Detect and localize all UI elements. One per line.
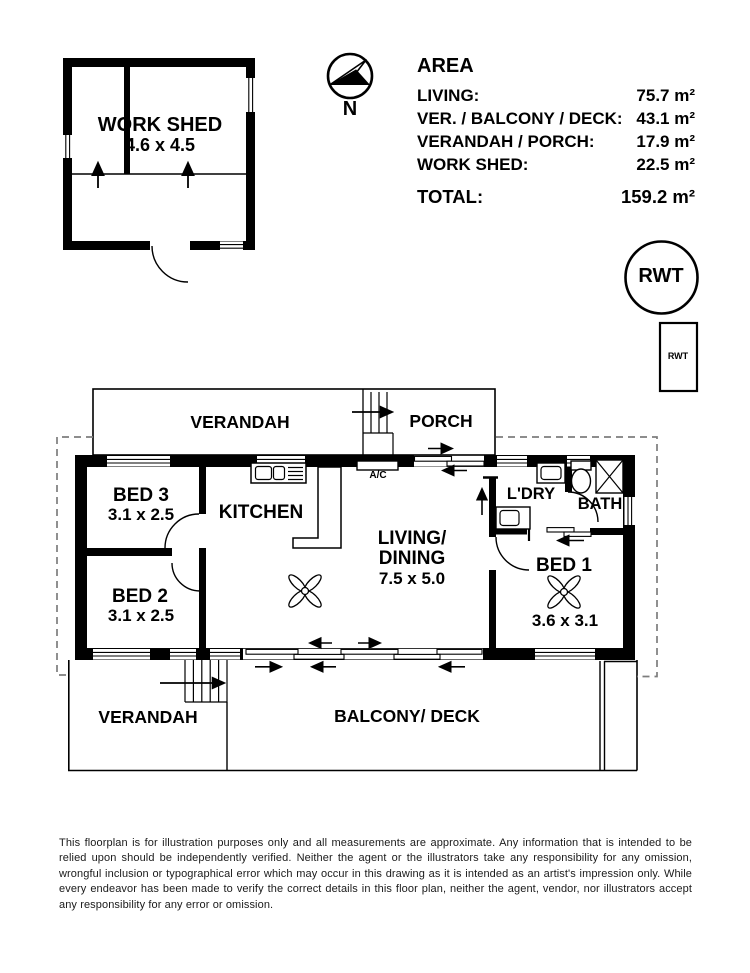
disclaimer-text: This floorplan is for illustration purpo… <box>59 837 692 911</box>
rwt-circle-label: RWT <box>638 265 684 287</box>
washing-machine-icon <box>495 506 531 530</box>
bottom-wall-windows <box>93 649 595 660</box>
bed1-west-wall <box>489 570 496 648</box>
bed3-label: BED 3 <box>113 485 169 506</box>
bed2-door-arc <box>171 562 201 592</box>
bath-label: BATH <box>577 495 623 513</box>
window <box>497 456 527 467</box>
house-outer-wall <box>75 455 635 660</box>
work-shed-dims: 4.6 x 4.5 <box>124 135 196 155</box>
top-sliding-door <box>413 442 485 477</box>
verandah-porch-outline <box>92 388 496 456</box>
right-wall-window <box>624 497 636 525</box>
bed2-label: BED 2 <box>112 586 168 607</box>
ac-label: A/C <box>369 470 387 481</box>
area-legend: AREA LIVING:75.7 m² VER. / BALCONY / DEC… <box>417 55 695 206</box>
bath-west-wall <box>565 467 572 492</box>
area-row-work-shed: WORK SHED:22.5 m² <box>417 155 695 174</box>
bed1-sliding-door <box>546 527 592 547</box>
kitchen-sink-icon <box>254 465 286 481</box>
door-arcs <box>164 491 599 592</box>
bottom-sliding-stacker-door <box>243 636 483 673</box>
window <box>170 649 196 660</box>
bed3-door-arc <box>164 513 200 549</box>
balcony-deck-label: BALCONY/ DECK <box>334 706 480 726</box>
area-title: AREA <box>417 55 474 77</box>
living-label-line1: LIVING/ <box>377 528 447 549</box>
rwt-rect-label: RWT <box>667 351 689 361</box>
kitchen-counter <box>250 462 307 484</box>
laundry-south-wall <box>489 527 527 535</box>
shed-window-right <box>245 78 256 112</box>
porch-label: PORCH <box>409 411 473 431</box>
bed3-east-wall <box>199 467 206 514</box>
shed-window-bottom <box>220 241 243 252</box>
kitchen-bench <box>292 466 342 549</box>
shower-icon <box>595 459 624 494</box>
bed1-label: BED 1 <box>536 555 592 576</box>
compass-icon <box>326 52 374 100</box>
laundry-west-wall <box>489 477 496 537</box>
ac-unit-icon <box>356 460 399 471</box>
bed3-dims: 3.1 x 2.5 <box>107 505 175 524</box>
stove-icon <box>288 466 303 481</box>
window <box>210 649 240 660</box>
shed-door <box>150 241 190 283</box>
area-row-living: LIVING:75.7 m² <box>417 86 695 105</box>
bath-door-arc <box>567 491 599 523</box>
compass-north-label: N <box>342 98 358 120</box>
interior-walls <box>84 467 623 648</box>
toilet-icon <box>570 460 592 494</box>
verandah-top-label: VERANDAH <box>190 412 290 432</box>
laundry-trough-icon <box>536 462 566 484</box>
living-dims: 7.5 x 5.0 <box>378 569 446 588</box>
deck-stairs <box>184 660 228 703</box>
rwt-tank-circle <box>624 240 699 315</box>
bed1-north-wall <box>590 528 623 535</box>
bed1-door-arc <box>495 536 530 571</box>
living-label-line2: DINING <box>378 548 446 569</box>
ceiling-fan-icon-living <box>288 574 322 608</box>
window <box>535 649 595 660</box>
laundry-label: L'DRY <box>506 485 556 503</box>
balcony-deck-outline <box>68 660 638 772</box>
bed2-dims: 3.1 x 2.5 <box>107 606 175 625</box>
shed-entry-arrows <box>91 160 195 188</box>
area-row-verandah-porch: VERANDAH / PORCH:17.9 m² <box>417 132 695 151</box>
shed-window-left <box>62 135 73 158</box>
area-row-ver-balcony-deck: VER. / BALCONY / DECK:43.1 m² <box>417 109 695 128</box>
boundary-dashed-line <box>56 436 658 678</box>
window <box>107 456 170 467</box>
area-row-total: TOTAL:159.2 m² <box>417 185 695 207</box>
work-shed-label: WORK SHED <box>97 114 223 136</box>
ceiling-fan-icon-bed1 <box>547 575 581 609</box>
bed2-east-wall <box>199 548 206 648</box>
verandah-bottom-label: VERANDAH <box>98 707 198 727</box>
kitchen-label: KITCHEN <box>218 502 304 523</box>
rwt-tank-rect <box>658 321 699 393</box>
bed3-bed2-wall <box>84 548 172 556</box>
bed1-dims: 3.6 x 3.1 <box>531 611 599 630</box>
window <box>93 649 150 660</box>
shed-interior-wall <box>124 66 130 174</box>
work-shed-plan <box>62 58 256 283</box>
